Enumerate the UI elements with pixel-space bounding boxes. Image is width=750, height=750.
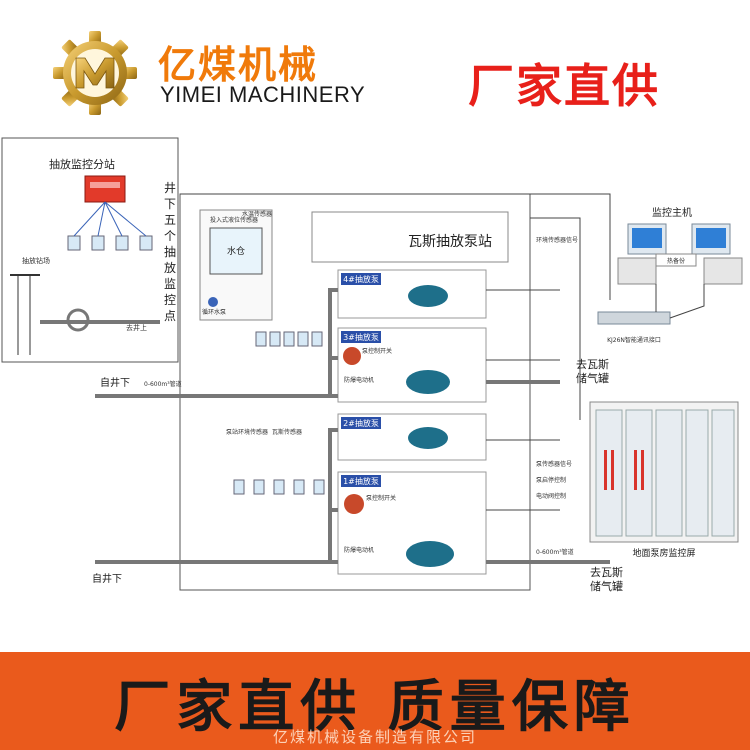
pump4-motor	[408, 285, 448, 307]
substation-title: 抽放监控分站	[49, 157, 115, 171]
hot-backup-label: 热备份	[667, 257, 685, 265]
pump1-motor-label: 防爆电动机	[344, 546, 374, 554]
water-tank-label: 水仓	[227, 245, 245, 257]
host-cpu-left	[617, 257, 657, 285]
cycle-pump	[208, 297, 218, 307]
drill-label: 抽放钻场	[22, 256, 50, 265]
pump1-ctrl-label: 泵控制开关	[366, 494, 396, 502]
sensor	[139, 235, 153, 251]
footer: 厂家直供 质量保障 亿煤机械设备制造有限公司	[0, 652, 750, 750]
env-signal-label: 环境传感器信号	[536, 236, 578, 244]
sensor	[297, 331, 309, 347]
header: 亿煤机械 YIMEI MACHINERY 厂家直供	[0, 0, 750, 128]
water-tank	[209, 227, 263, 275]
water-temp-label: 水温传感器	[242, 210, 272, 218]
pump3-label: 3#抽放泵	[343, 332, 379, 342]
pipe-label-lower: 0-600m³管道	[536, 548, 574, 556]
sensor	[273, 479, 285, 495]
signal-lines	[180, 193, 611, 511]
pump1-motor	[406, 541, 454, 567]
cycle-pump-label: 循环水泵	[202, 308, 226, 316]
sensor	[91, 235, 105, 251]
sensor	[233, 479, 245, 495]
brand-name-cn: 亿煤机械	[158, 43, 319, 87]
pipe-label-upper: 0-600m³管道	[144, 380, 182, 388]
pump-signal-label: 泵传感器信号	[536, 460, 572, 468]
gear-logo-icon	[53, 31, 137, 115]
station-label-box	[311, 211, 509, 263]
condition-sensor-label: 泵站环境传感器	[226, 428, 268, 436]
sensor	[115, 235, 129, 251]
host-cpu-right	[703, 257, 743, 285]
pump1-valve	[344, 494, 364, 514]
pump1-label: 1#抽放泵	[343, 476, 379, 486]
footer-slogan: 厂家直供 质量保障	[114, 675, 636, 740]
monitor-host-label: 监控主机	[652, 206, 692, 219]
to-tank-upper: 去瓦斯 储气罐	[576, 358, 613, 385]
upper-pipeline	[95, 288, 338, 398]
underground-label: 井 下 五 个 抽 放 监 控 点	[164, 181, 180, 323]
substation-device	[84, 175, 126, 203]
pump4-badge	[341, 273, 381, 285]
monitor-right-screen	[696, 228, 726, 248]
from-well-lower: 自井下	[92, 572, 122, 585]
monitor-left-screen	[632, 228, 662, 248]
pump3-motor	[406, 370, 450, 394]
pump-control-label: 泵启停控制	[536, 476, 566, 484]
from-well-upper: 自井下	[100, 376, 130, 389]
sensor	[67, 235, 81, 251]
pump3-ctrl-label: 泵控制开关	[362, 347, 392, 355]
footer-watermark: 亿煤机械设备制造有限公司	[272, 728, 477, 746]
pump1-badge	[341, 475, 381, 487]
sensor	[293, 479, 305, 495]
pump4-label: 4#抽放泵	[343, 274, 379, 284]
valve-control-label: 电动阀控制	[536, 492, 566, 500]
gas-sensor-label: 瓦斯传感器	[272, 428, 302, 436]
substation-panel	[90, 182, 120, 188]
header-slogan: 厂家直供	[468, 59, 660, 113]
brand-name-en: YIMEI MACHINERY	[160, 82, 366, 107]
station-title: 瓦斯抽放泵站	[408, 234, 492, 250]
hot-backup-box	[655, 253, 697, 267]
pump2-label: 2#抽放泵	[343, 418, 379, 428]
sensor	[313, 479, 325, 495]
gas-drainage-diagram: 抽放监控分站 抽放钻场 去井上 井 下 五 个 抽 放 监 控 点 水仓 投入式…	[1, 137, 743, 593]
pump3-motor-label: 防爆电动机	[344, 376, 374, 384]
sensor	[253, 479, 265, 495]
sensor	[269, 331, 281, 347]
level-sensor-label: 投入式液位传感器	[210, 216, 258, 224]
comm-interface	[597, 311, 671, 325]
comm-interface-label: KJ26N智能通讯接口	[607, 336, 661, 344]
sensor	[311, 331, 323, 347]
pump3-valve	[343, 347, 361, 365]
pump2-badge	[341, 417, 381, 429]
to-tank-lower: 去瓦斯 储气罐	[590, 566, 627, 593]
ground-screen-panels	[595, 409, 735, 537]
uphill-label: 去井上	[126, 323, 147, 332]
pump2-motor	[408, 427, 448, 449]
pump3-badge	[341, 331, 381, 343]
sensor	[255, 331, 267, 347]
sensor	[283, 331, 295, 347]
ground-screen-label: 地面泵房监控屏	[632, 547, 695, 559]
lower-pipeline	[95, 428, 338, 564]
